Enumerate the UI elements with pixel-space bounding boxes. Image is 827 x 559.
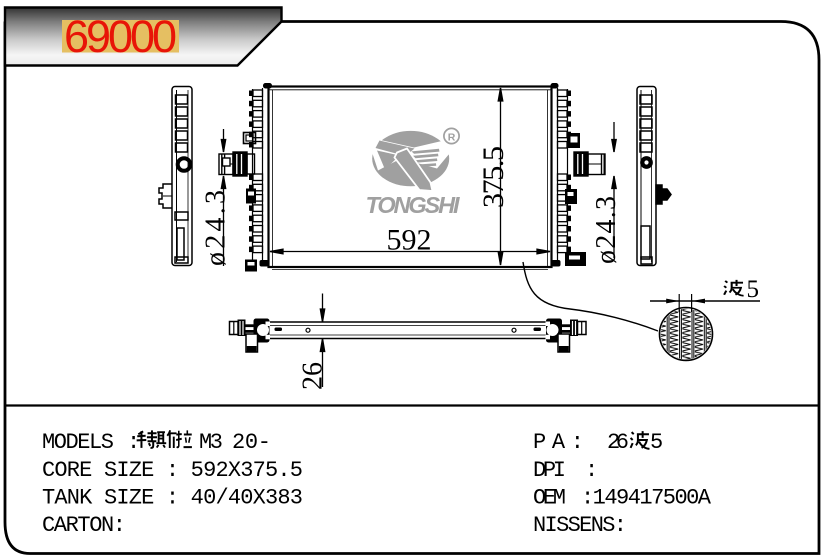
svg-text:5: 5 [747, 276, 760, 303]
svg-text:69000: 69000 [64, 11, 177, 62]
svg-text:OEM: OEM [533, 486, 566, 511]
svg-text:CORE SIZE : 592X375.5: CORE SIZE : 592X375.5 [42, 458, 303, 483]
svg-text:TONGSHI: TONGSHI [366, 192, 460, 218]
svg-text:MODELS: MODELS [42, 430, 114, 455]
svg-text:P A :: P A : [533, 430, 584, 455]
svg-text:R: R [448, 132, 456, 144]
svg-text:ø24.3: ø24.3 [591, 196, 622, 264]
svg-text:CARTON:: CARTON: [42, 513, 126, 538]
svg-text:375.5: 375.5 [477, 146, 510, 208]
svg-text:5: 5 [650, 430, 663, 455]
svg-text:592: 592 [387, 224, 432, 257]
svg-text:26: 26 [607, 430, 629, 455]
svg-text:ø24.3: ø24.3 [201, 190, 232, 266]
svg-text:M3: M3 [199, 430, 223, 455]
svg-text::149417500A: :149417500A [581, 486, 712, 511]
svg-text:DPI: DPI [533, 458, 566, 483]
svg-text::: : [127, 430, 140, 455]
svg-text::: : [585, 458, 598, 483]
svg-text:NISSENS:: NISSENS: [533, 513, 627, 538]
svg-text:20-: 20- [232, 430, 271, 455]
svg-text:26: 26 [298, 362, 329, 390]
svg-text:TANK SIZE : 40/40X383: TANK SIZE : 40/40X383 [42, 486, 303, 511]
